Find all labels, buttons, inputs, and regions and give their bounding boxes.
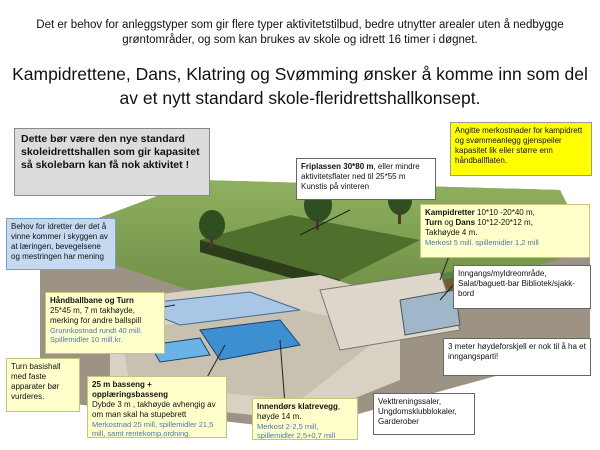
basseng-text: Dybde 3 m , takhøyde avhengig av om man …	[92, 400, 216, 419]
klatre-title: Innendørs klatrevegg	[257, 402, 338, 411]
hoydeforskjell-label: 3 meter høydeforskjell er nok til å ha e…	[443, 338, 591, 376]
intro-text: Det er behov for anleggstyper som gir fl…	[36, 19, 564, 46]
kamp-title: Kampidretter	[425, 208, 475, 217]
pool-large	[199, 319, 301, 361]
standard-hall-callout: Dette bør være den nye standard skoleidr…	[14, 128, 210, 196]
basseng-title: 25 m basseng + opplæringsbasseng	[92, 380, 169, 399]
friplass-title: Friplassen 30*80 m	[301, 162, 374, 171]
dans-dims: 10*12-20*12 m,	[475, 218, 533, 227]
haandball-cost: Grunnkostnad rundt 40 mill. Spillemidler…	[50, 326, 143, 344]
basseng-label: 25 m basseng + opplæringsbasseng Dybde 3…	[87, 376, 227, 438]
vekttrening-label: Vekttreningssaler, Ungdomsklubblokaler, …	[373, 393, 475, 435]
haandball-label: Håndballbane og Turn 25*45 m, 7 m takhøy…	[45, 292, 165, 354]
entrance-glass	[399, 289, 461, 336]
kamp-dims: 10*10 -20*40 m,	[474, 208, 535, 217]
pool-small	[149, 337, 211, 363]
inngang-label: Inngangs/myldreområde, Salat/baguett-bar…	[453, 265, 591, 309]
kamp-height: Takhøyde 4 m.	[425, 228, 478, 237]
green-roof	[200, 215, 420, 280]
kamp-cost: Merkost 5 mill. spillemidler 1,2 mill	[425, 238, 539, 247]
headline: Kampidrettene, Dans, Klatring og Svømmin…	[12, 64, 588, 108]
dans-title: Dans	[455, 218, 476, 227]
turn-title: Turn	[425, 218, 443, 227]
haandball-title: Håndballbane og Turn	[50, 296, 134, 305]
basseng-cost: Merkostnad 25 mill, spillemidler 21,5 mi…	[92, 420, 214, 438]
friplass-text: , eller mindre aktivitetsflater ned til …	[301, 162, 420, 191]
merkostnader-note: Angitte merkostnader for kampidrett og s…	[450, 122, 592, 176]
klatre-cost: Merkost 2-2,5 mill, spillemidler 2,5+0,7…	[257, 422, 336, 440]
behov-note: Behov for idretter der det å vinne komme…	[6, 218, 116, 270]
turn-basishall-label: Turn basishall med faste apparater bør v…	[6, 358, 80, 412]
kampidretter-label: Kampidretter 10*10 -20*40 m, Turn og Dan…	[420, 204, 590, 258]
friplass-label: Friplassen 30*80 m, eller mindre aktivit…	[296, 158, 436, 200]
haandball-text: 25*45 m, 7 m takhøyde, merking for andre…	[50, 306, 142, 325]
og-word: og	[442, 218, 456, 227]
klatrevegg-label: Innendørs klatrevegg, høyde 14 m. Merkos…	[252, 398, 358, 440]
klatre-text: , høyde 14 m.	[257, 402, 341, 421]
